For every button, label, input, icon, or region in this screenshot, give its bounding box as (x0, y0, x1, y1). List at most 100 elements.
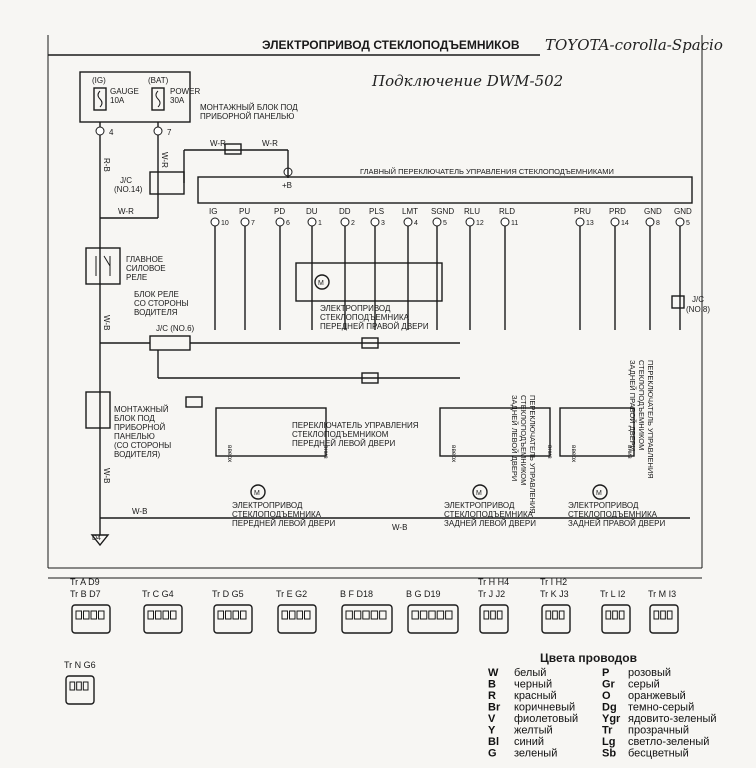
main-pin-num-9: 11 (511, 220, 518, 227)
motor-icon-0 (250, 484, 266, 500)
main-pin-label-6: LMT (402, 207, 418, 216)
motor-rl-label-2: СТЕКЛОПОДЪЕМНИКА (444, 510, 534, 519)
wire-color-name-8: розовый (628, 667, 671, 679)
motor-icon-text-1: M (476, 490, 482, 497)
fuse-gauge-name: GAUGE (110, 87, 139, 96)
main-pin-label-4: DD (339, 207, 351, 216)
pin-b7-num: 7 (167, 128, 172, 137)
connector-jd1-low (361, 372, 379, 384)
main-pin-4 (340, 217, 350, 227)
connector-cell-11-2 (618, 610, 625, 620)
main-pin-label-13: GND (674, 207, 692, 216)
fuse-power-symbol (151, 87, 165, 111)
switch-fl-label-1: ПЕРЕКЛЮЧАТЕЛЬ УПРАВЛЕНИЯ (292, 421, 419, 430)
wire-color-code-15: Sb (602, 748, 616, 760)
main-pin-num-0: 10 (221, 220, 229, 227)
connector-label-6: B G D19 (406, 589, 441, 599)
main-pin-11 (610, 217, 620, 227)
main-pin-num-12: 8 (656, 220, 660, 227)
main-pin-label-3: DU (306, 207, 318, 216)
ground-symbol (90, 534, 110, 547)
connector-cell-13-2 (82, 681, 89, 691)
connector-cell-3-3 (240, 610, 247, 620)
connector-cell-6-0 (411, 610, 419, 620)
connector-shape-1 (71, 604, 111, 634)
connector-cell-5-3 (370, 610, 379, 620)
main-pin-num-6: 4 (414, 220, 418, 227)
connector-cell-2-0 (147, 610, 154, 620)
connector-cell-1-2 (90, 610, 97, 620)
switch-dir-up-0: вверх (226, 445, 233, 463)
fuse-power-rating: 30A (170, 96, 185, 105)
motor-fr-box (295, 262, 443, 302)
wire-color-code-3: Br (488, 702, 501, 714)
connector-cell-3-0 (217, 610, 224, 620)
connector-cell-3-1 (225, 610, 232, 620)
connector-cell-13-0 (69, 681, 76, 691)
main-pin-0 (210, 217, 220, 227)
jc8-label-2: (NO.8) (686, 305, 710, 314)
switch-rl-label-3: ЗАДНЕЙ ЛЕВОЙ ДВЕРИ (510, 395, 519, 481)
fuse-gauge-rating: 10A (110, 96, 125, 105)
connector-shape-11 (601, 604, 631, 634)
relay-block-label-1: БЛОК РЕЛЕ (134, 290, 179, 299)
wire-color-name-9: серый (628, 679, 660, 691)
wire-color-code-4: V (488, 713, 496, 725)
main-pin-label-8: RLU (464, 207, 480, 216)
connector-cell-5-0 (345, 610, 353, 620)
connector-cell-9-0 (483, 610, 490, 620)
motor-icon-3 (314, 274, 330, 290)
motor-icon-1 (472, 484, 488, 500)
connector-cell-11-1 (612, 610, 618, 620)
pin-b4 (95, 126, 105, 136)
fuse-block-label-1: МОНТАЖНЫЙ БЛОК ПОД (200, 103, 298, 112)
fuse-block2-label-3: ПРИБОРНОЙ (114, 423, 166, 432)
wire-color-code-0: W (488, 667, 499, 679)
main-pin-label-11: PRD (609, 207, 626, 216)
main-pin-6 (403, 217, 413, 227)
relay-label-3: РЕЛЕ (126, 273, 147, 282)
main-pin-9 (500, 217, 510, 227)
fuse-gauge-element (97, 90, 103, 108)
fuse-power-element (155, 90, 161, 108)
connector-cell-2-2 (162, 610, 169, 620)
switch-fl-label-3: ПЕРЕДНЕЙ ЛЕВОЙ ДВЕРИ (292, 439, 396, 448)
motor-fl-label-3: ПЕРЕДНЕЙ ЛЕВОЙ ДВЕРИ (232, 519, 336, 528)
fuse-block2-label-2: БЛОК ПОД (114, 414, 155, 423)
switch-rr-box (559, 407, 635, 457)
wire-color-code-2: R (488, 690, 496, 702)
connector-cell-9-2 (496, 610, 503, 620)
connector-shape-2 (143, 604, 183, 634)
wire-color-name-13: прозрачный (628, 725, 689, 737)
connector-label-9: Tr J J2 (478, 589, 505, 599)
w-b-label-1: W-B (102, 315, 111, 330)
motor-icon-text-2: M (596, 490, 602, 497)
motor-icon-text-3: M (318, 280, 324, 287)
wire-color-code-12: Ygr (602, 713, 621, 725)
wire-color-code-14: Lg (602, 736, 615, 748)
connector-shape-5 (341, 604, 393, 634)
main-pin-label-2: PD (274, 207, 285, 216)
connector-cell-1-3 (98, 610, 105, 620)
connector-cell-3-2 (232, 610, 239, 620)
jc6-label: J/C (NO.6) (156, 324, 195, 333)
switch-fl-label-2: СТЕКЛОПОДЪЕМНИКОМ (292, 430, 389, 439)
fuse-block2-label-4: ПАНЕЛЬЮ (114, 432, 155, 441)
w-r-label-2: W-R (262, 139, 278, 148)
connector-label-13: Tr N G6 (64, 660, 96, 670)
connector-label-3: Tr D G5 (212, 589, 244, 599)
main-pin-7 (432, 217, 442, 227)
main-pin-num-3: 1 (318, 220, 322, 227)
switch-rr-label-3: ЗАДНЕЙ ПРАВОЙ ДВЕРИ (628, 360, 637, 451)
fuse-power-source: (BAT) (148, 76, 169, 85)
connector-label-0: Tr A D9 (70, 577, 100, 587)
wire-colors-title: Цвета проводов (540, 651, 637, 665)
main-pin-12 (645, 217, 655, 227)
main-pin-num-4: 2 (351, 220, 355, 227)
connector-cell-6-4 (445, 610, 453, 620)
w-r-label-3: W-R (118, 207, 134, 216)
connector-shape-9 (479, 604, 509, 634)
wire-color-code-9: Gr (602, 679, 616, 691)
jc6-box (149, 335, 191, 351)
jc8-box (671, 295, 685, 309)
